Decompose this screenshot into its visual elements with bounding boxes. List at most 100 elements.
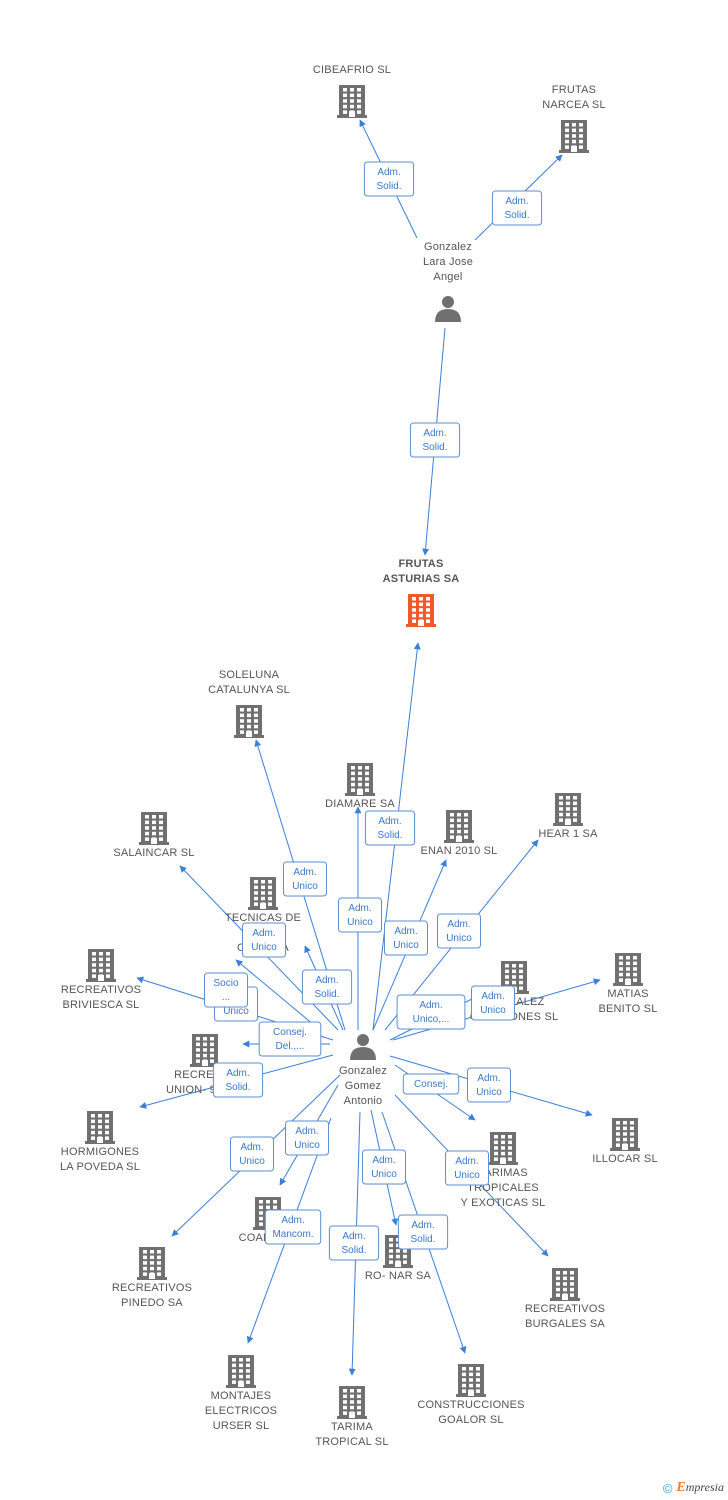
person-icon xyxy=(350,1034,376,1060)
edge-label-text: Unico xyxy=(251,942,277,953)
edge-label[interactable]: Adm.Solid. xyxy=(364,810,416,846)
edge-label[interactable]: Adm.Unico xyxy=(384,920,428,956)
building-icon xyxy=(613,953,643,986)
node-salaincar[interactable]: SALAINCAR SL xyxy=(113,812,194,859)
edge-label-text: Solid. xyxy=(410,1234,435,1245)
node-label: ENAN 2010 SL xyxy=(421,845,498,857)
edge-label[interactable]: Adm.Mancom. xyxy=(264,1209,322,1245)
copyright-symbol: © xyxy=(662,1480,673,1496)
node-label: RO- NAR SA xyxy=(365,1270,432,1282)
building-icon xyxy=(345,763,375,796)
node-label: SALAINCAR SL xyxy=(113,847,194,859)
edge-label[interactable]: Adm.Unico xyxy=(467,1067,511,1103)
edge-label-box xyxy=(491,190,543,226)
edge-labels-layer: Adm.Solid.Adm.Solid.Adm.Solid.Adm.Solid.… xyxy=(204,161,543,1261)
edge-label[interactable]: Adm. Unico,... xyxy=(396,994,466,1030)
person-icon xyxy=(435,296,461,322)
edge-label-text: Unico xyxy=(446,933,472,944)
node-hear1[interactable]: HEAR 1 SA xyxy=(538,793,598,840)
node-diamare[interactable]: DIAMARE SA xyxy=(325,763,395,810)
edge-label[interactable]: Consej. xyxy=(402,1073,460,1095)
edge-label[interactable]: Adm.Unico xyxy=(445,1150,489,1186)
edge-label[interactable]: Adm.Unico xyxy=(362,1149,406,1185)
edge-label-text: Socio xyxy=(213,978,238,989)
building-icon xyxy=(553,793,583,826)
edge-label-box xyxy=(242,922,286,958)
node-pinedo[interactable]: RECREATIVOS PINEDO SA xyxy=(112,1247,192,1309)
node-label: Gonzalez xyxy=(424,241,472,253)
edge-label-text: ... xyxy=(222,992,230,1003)
edge-label-text: Adm. xyxy=(423,428,446,439)
building-icon xyxy=(337,85,367,118)
node-label: ASTURIAS SA xyxy=(383,573,460,585)
edge-label-box xyxy=(467,1067,511,1103)
edge-label-text: Adm. xyxy=(295,1126,318,1137)
building-icon xyxy=(226,1355,256,1388)
node-label: CATALUNYA SL xyxy=(208,684,290,696)
edge-label-text: Adm. xyxy=(481,991,504,1002)
node-label: BRIVIESCA SL xyxy=(63,999,140,1011)
edge-label[interactable]: Adm. Unico xyxy=(338,897,382,933)
edge-label-text: Unico xyxy=(292,881,318,892)
node-illocar[interactable]: ILLOCAR SL xyxy=(592,1118,658,1165)
node-label: BENITO SL xyxy=(598,1003,657,1015)
edge-label-text: Unico xyxy=(454,1170,480,1181)
node-enan[interactable]: ENAN 2010 SL xyxy=(421,810,498,857)
edge-label[interactable]: Adm.Solid. xyxy=(301,969,353,1005)
edge-label[interactable]: Adm.Unico xyxy=(285,1120,329,1156)
node-cibeafrio[interactable]: CIBEAFRIO SL xyxy=(313,64,391,118)
node-label: ILLOCAR SL xyxy=(592,1153,658,1165)
edge-label[interactable]: Socio... xyxy=(204,972,248,1008)
edge-label-box xyxy=(328,1225,380,1261)
node-label: RECREATIVOS xyxy=(112,1282,192,1294)
edge-label[interactable]: Adm. Unico xyxy=(471,985,515,1021)
edge-label-box xyxy=(445,1150,489,1186)
edge-label-text: Consej. xyxy=(273,1027,307,1038)
edge-label[interactable]: Consej.Del.,... xyxy=(258,1021,322,1057)
edge-label-text: Adm. xyxy=(240,1142,263,1153)
edge-label[interactable]: Adm. Unico xyxy=(242,922,286,958)
node-label: PINEDO SA xyxy=(121,1297,183,1309)
edge-label-text: Adm. xyxy=(505,196,528,207)
edge-label[interactable]: Adm.Solid. xyxy=(491,190,543,226)
edge-label-text: Unico,... xyxy=(413,1014,450,1025)
edge-gonzalez_gomez-to-tecnicas xyxy=(235,959,321,1031)
edge-label-text: Unico xyxy=(393,940,419,951)
edge-label-text: Unico xyxy=(480,1005,506,1016)
edge-label[interactable]: Adm.Solid. xyxy=(397,1214,449,1250)
building-icon xyxy=(139,812,169,845)
edge-label-box xyxy=(397,1214,449,1250)
edge-label-text: Unico xyxy=(347,917,373,928)
building-icon xyxy=(248,877,278,910)
edge-label[interactable]: Adm.Unico xyxy=(283,861,327,897)
brand-logo[interactable]: Empresia xyxy=(676,1480,724,1495)
building-icon xyxy=(337,1386,367,1419)
footer-brand: © Empresia xyxy=(663,1480,724,1496)
edge-label[interactable]: Adm.Solid. xyxy=(212,1062,264,1098)
edge-label-text: Adm. xyxy=(348,903,371,914)
node-label: Gomez xyxy=(345,1080,381,1092)
edge-label[interactable]: Adm.Unico xyxy=(437,913,481,949)
node-label: FRUTAS xyxy=(552,84,596,96)
edge-label[interactable]: Adm.Solid. xyxy=(409,422,461,458)
edge-label[interactable]: Adm.Solid. xyxy=(328,1225,380,1261)
edge-label-text: Adm. xyxy=(419,1000,442,1011)
edge-label[interactable]: Adm.Unico xyxy=(230,1136,274,1172)
edge-label[interactable]: Adm.Solid. xyxy=(363,161,415,197)
edge-label-text: Adm. xyxy=(252,928,275,939)
edge-label-box xyxy=(437,913,481,949)
